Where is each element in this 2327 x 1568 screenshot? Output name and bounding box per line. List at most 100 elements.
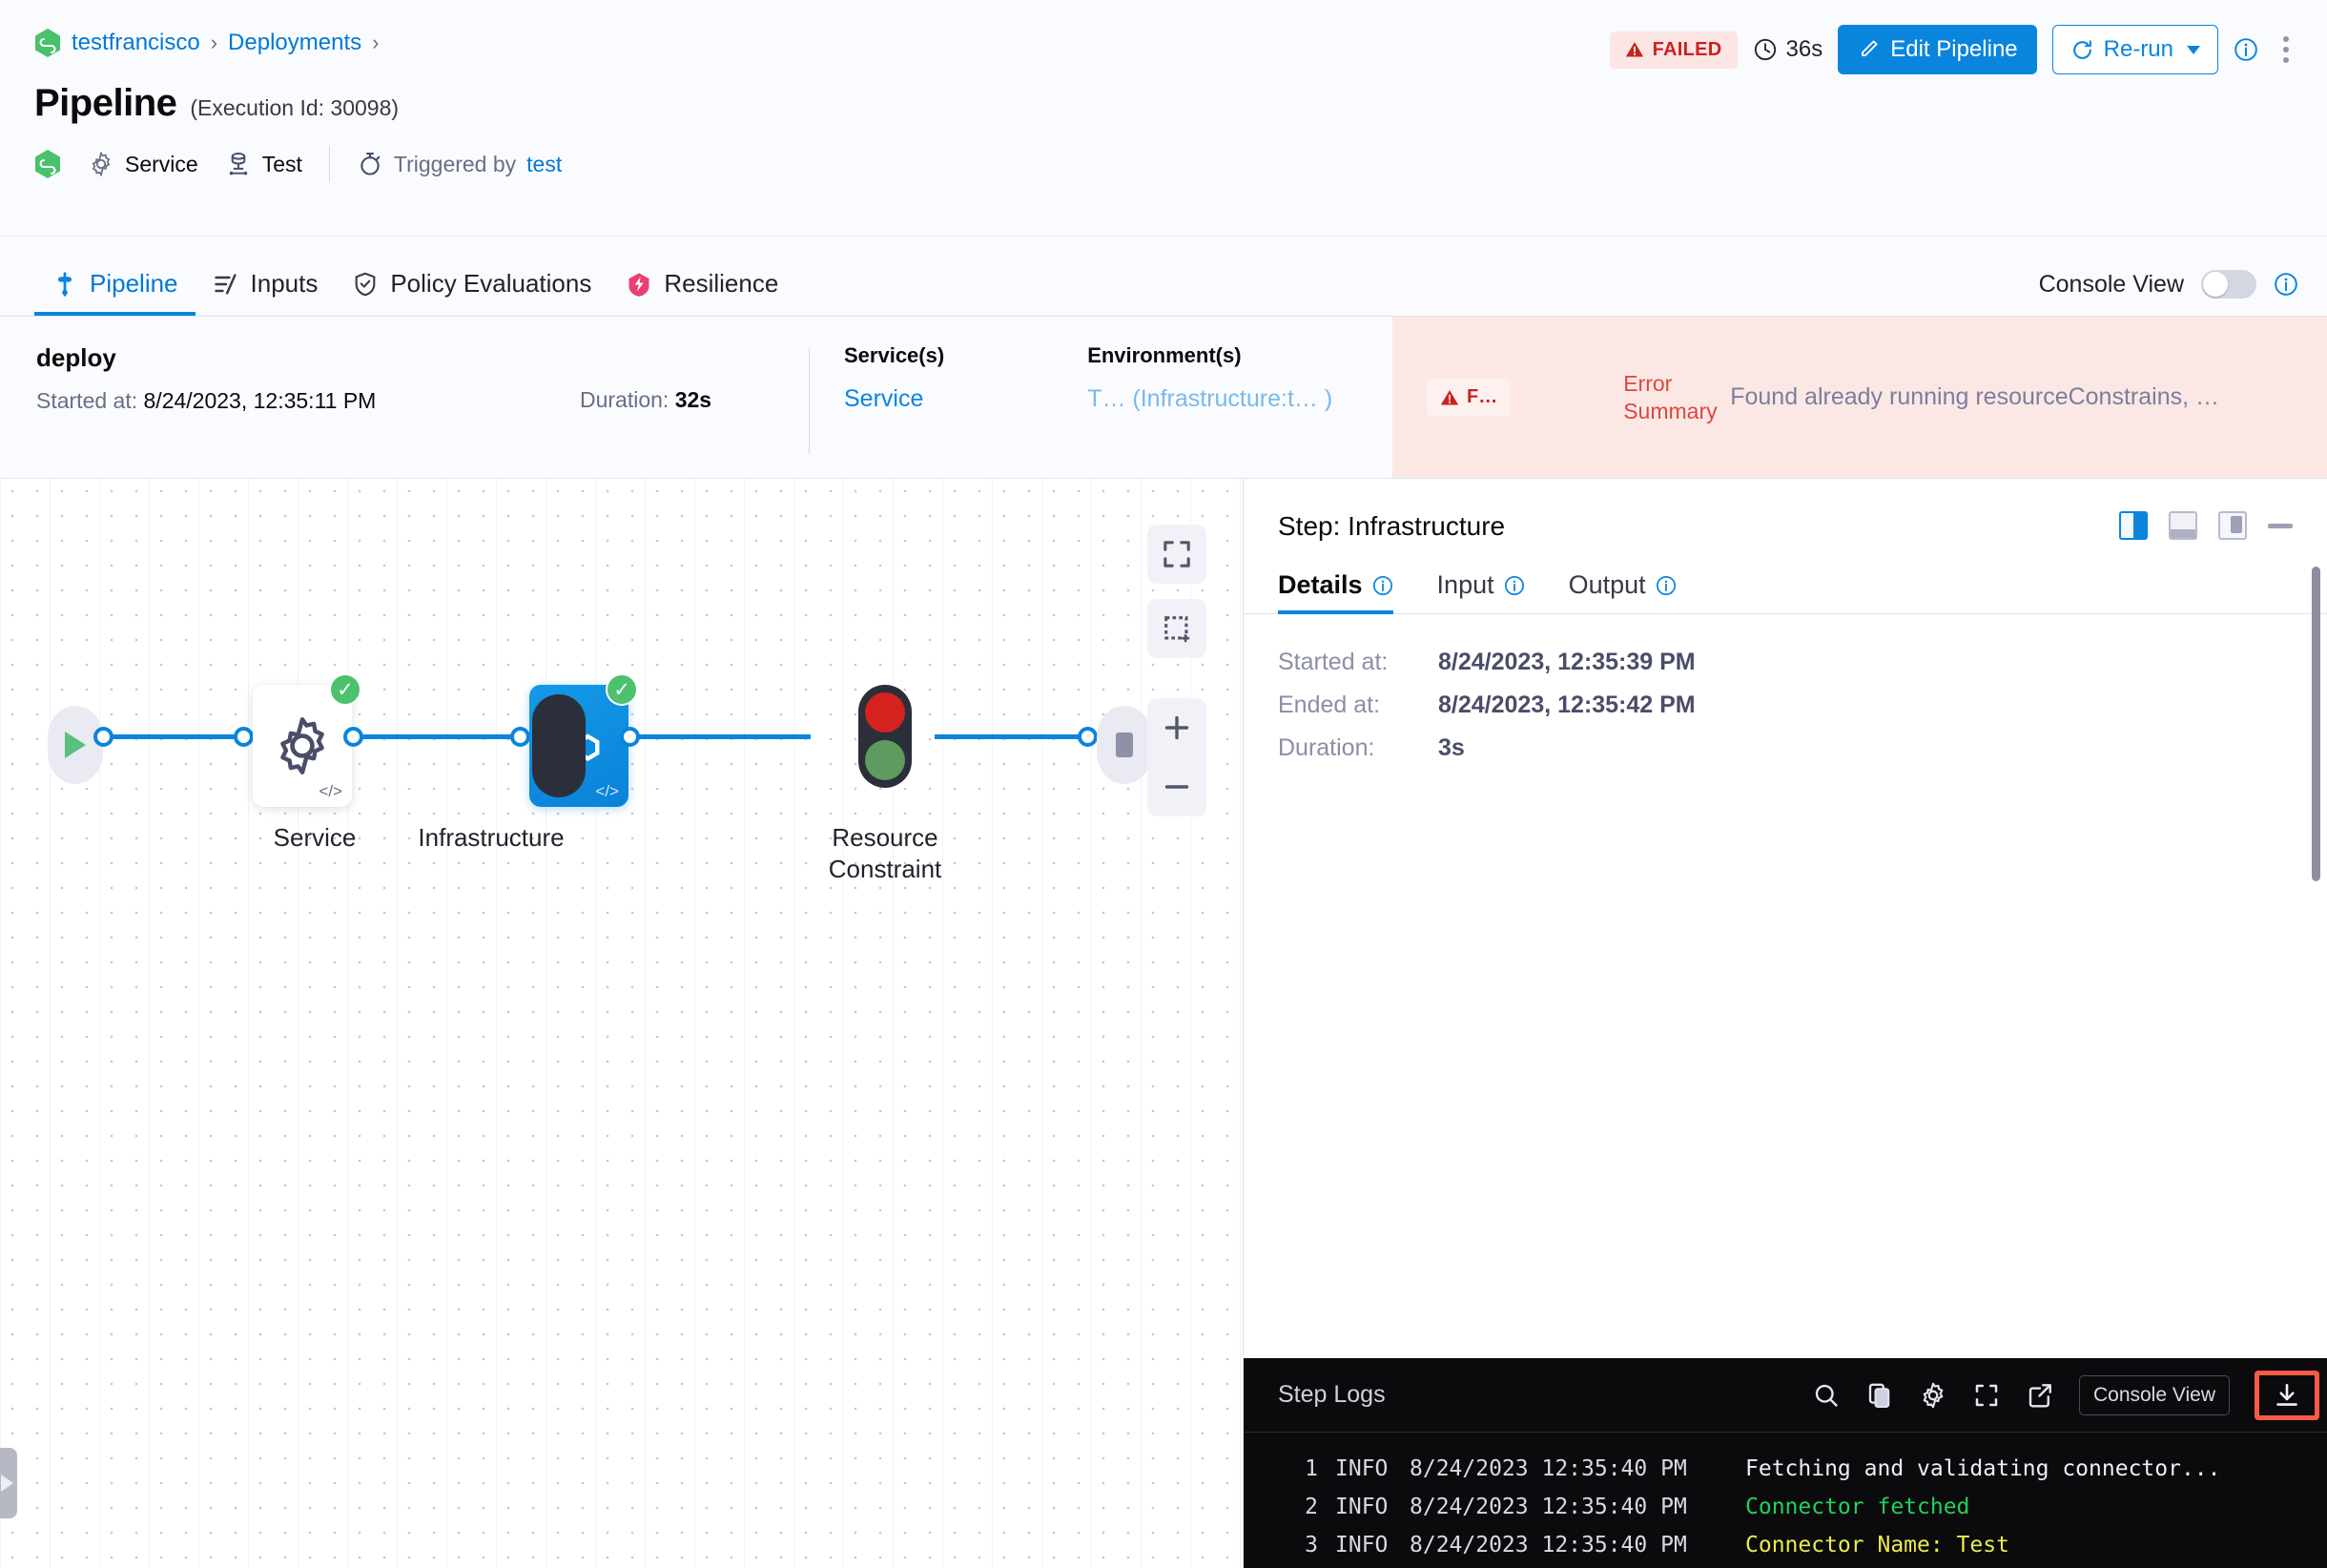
tab-inputs[interactable]: Inputs: [196, 269, 336, 316]
graph-node-service-label: Service: [273, 823, 357, 852]
step-details-list: Started at: 8/24/2023, 12:35:39 PM Ended…: [1244, 614, 2327, 777]
edit-pipeline-button[interactable]: Edit Pipeline: [1838, 25, 2037, 74]
rerun-label: Re-run: [2103, 36, 2173, 62]
log-message: Fetching and validating connector...: [1745, 1456, 2221, 1481]
open-external-button[interactable]: [2026, 1381, 2054, 1410]
stage-environments: Environment(s) T… (Infrastructure:t… ): [1087, 343, 1332, 413]
tab-inputs-label: Inputs: [250, 269, 319, 298]
breadcrumb-separator: ›: [210, 31, 218, 54]
services-value[interactable]: Service: [844, 385, 924, 412]
resilience-icon: [628, 272, 649, 297]
step-tab-output[interactable]: Output: [1569, 570, 1677, 613]
graph-controls: [1147, 525, 1206, 658]
log-line-number: 2: [1305, 1495, 1318, 1519]
expand-left-sidebar-handle[interactable]: [0, 1448, 17, 1518]
rerun-button[interactable]: Re-run: [2051, 25, 2218, 74]
tab-policy-evaluations-label: Policy Evaluations: [390, 269, 592, 298]
tab-pipeline[interactable]: Pipeline: [34, 269, 196, 316]
breadcrumb: testfrancisco › Deployments ›: [34, 0, 2293, 57]
stage-name: deploy: [36, 343, 116, 372]
console-view-label: Console View: [2038, 270, 2184, 298]
stage-name-block: deploy Started at: 8/24/2023, 12:35:11 P…: [36, 343, 580, 414]
status-success-badge: ✓: [606, 673, 638, 706]
trigger-meta: Triggered by test: [357, 151, 562, 177]
info-icon[interactable]: [1504, 575, 1525, 596]
body-split: ✓ </> Service ✓ </> Infrastr: [0, 479, 2327, 1568]
info-icon[interactable]: [1656, 575, 1677, 596]
graph-node-service[interactable]: ✓ </>: [253, 673, 361, 807]
breadcrumb-separator-end: ›: [372, 31, 380, 54]
harness-logo-icon: [35, 29, 60, 57]
minimize-icon[interactable]: [2268, 523, 2293, 528]
download-logs-button[interactable]: [2255, 1370, 2319, 1420]
zoom-to-selection-button[interactable]: [1147, 599, 1206, 658]
graph-node-resource-constraint[interactable]: [858, 685, 912, 788]
detail-value: 8/24/2023, 12:35:39 PM: [1438, 649, 1696, 675]
zoom-in-icon: [1164, 715, 1189, 740]
log-timestamp: 8/24/2023 12:35:40 PM: [1410, 1456, 1687, 1481]
floating-panel-layout-icon[interactable]: [2218, 511, 2247, 540]
pencil-icon: [1862, 40, 1878, 56]
tab-policy-evaluations[interactable]: Policy Evaluations: [335, 269, 608, 316]
inputs-icon: [214, 273, 237, 295]
execution-duration-value: 36s: [1785, 36, 1823, 62]
page-title: Pipeline: [34, 82, 177, 124]
detail-value: 3s: [1438, 734, 1465, 761]
zoom-in-button[interactable]: [1147, 698, 1206, 757]
tab-resilience[interactable]: Resilience: [608, 269, 795, 316]
code-icon[interactable]: </>: [319, 782, 342, 800]
environments-value[interactable]: T… (Infrastructure:t… ): [1087, 385, 1333, 412]
step-tab-input[interactable]: Input: [1437, 570, 1525, 613]
log-settings-button[interactable]: [1919, 1381, 1947, 1410]
info-icon[interactable]: [1372, 575, 1393, 596]
breadcrumb-item-deployments[interactable]: Deployments: [228, 30, 362, 55]
graph-node-infrastructure-label: Infrastructure: [418, 823, 565, 852]
breadcrumb-item-org[interactable]: testfrancisco: [72, 30, 200, 55]
chevron-down-icon[interactable]: [2187, 45, 2200, 54]
environments-header: Environment(s): [1087, 343, 1242, 367]
environment-meta: Test: [225, 151, 302, 177]
code-icon[interactable]: </>: [595, 782, 619, 800]
split-bottom-layout-icon[interactable]: [2169, 511, 2197, 540]
search-icon: [1815, 1384, 1838, 1407]
main-tab-bar: Pipeline Inputs Policy Evaluations Resil…: [0, 237, 2327, 317]
stage-services: Service(s) Service: [844, 343, 944, 413]
copy-button[interactable]: [1865, 1381, 1894, 1410]
info-icon[interactable]: [2274, 272, 2298, 297]
service-name: Service: [125, 151, 198, 176]
spacer-hidden: [532, 694, 586, 797]
step-tab-input-label: Input: [1436, 570, 1494, 599]
stop-icon: [1116, 732, 1133, 757]
traffic-light-red: [865, 692, 905, 732]
stage-divider: [809, 347, 810, 454]
zoom-out-button[interactable]: [1147, 757, 1206, 816]
info-icon[interactable]: [2234, 37, 2258, 62]
console-view-toggle[interactable]: [2201, 270, 2256, 299]
services-header: Service(s): [844, 343, 945, 367]
logs-console-view-button[interactable]: Console View: [2078, 1374, 2230, 1415]
graph-end-node[interactable]: [1097, 706, 1152, 784]
triggered-by-user[interactable]: test: [526, 151, 563, 176]
more-options-button[interactable]: [2274, 31, 2298, 69]
fit-to-screen-button[interactable]: [1147, 525, 1206, 584]
search-button[interactable]: [1812, 1381, 1841, 1410]
traffic-light-green: [865, 740, 905, 780]
fullscreen-button[interactable]: [1972, 1381, 2001, 1410]
step-tab-details-label: Details: [1278, 570, 1363, 599]
step-panel-scrollbar[interactable]: [2312, 567, 2320, 881]
split-right-layout-icon[interactable]: [2119, 511, 2148, 540]
fit-to-screen-icon: [1164, 541, 1190, 567]
graph-zoom-controls: [1147, 698, 1206, 816]
execution-meta: Service Test Triggered by: [34, 146, 2293, 182]
log-message: Connector Name: Test: [1745, 1533, 2009, 1558]
graph-start-node[interactable]: [48, 706, 103, 784]
zoom-to-selection-icon: [1164, 616, 1190, 643]
warning-triangle-icon: [1440, 389, 1459, 404]
status-success-badge: ✓: [329, 673, 361, 706]
pipeline-graph-canvas[interactable]: ✓ </> Service ✓ </> Infrastr: [0, 479, 1243, 1568]
pipeline-icon: [58, 271, 72, 297]
step-panel-title: Step: Infrastructure: [1278, 511, 1506, 541]
step-tab-details[interactable]: Details: [1278, 570, 1393, 614]
stage-duration: Duration: 32s: [580, 387, 771, 413]
step-logs-content[interactable]: 1 INFO 8/24/2023 12:35:40 PM Fetching an…: [1244, 1433, 2327, 1568]
